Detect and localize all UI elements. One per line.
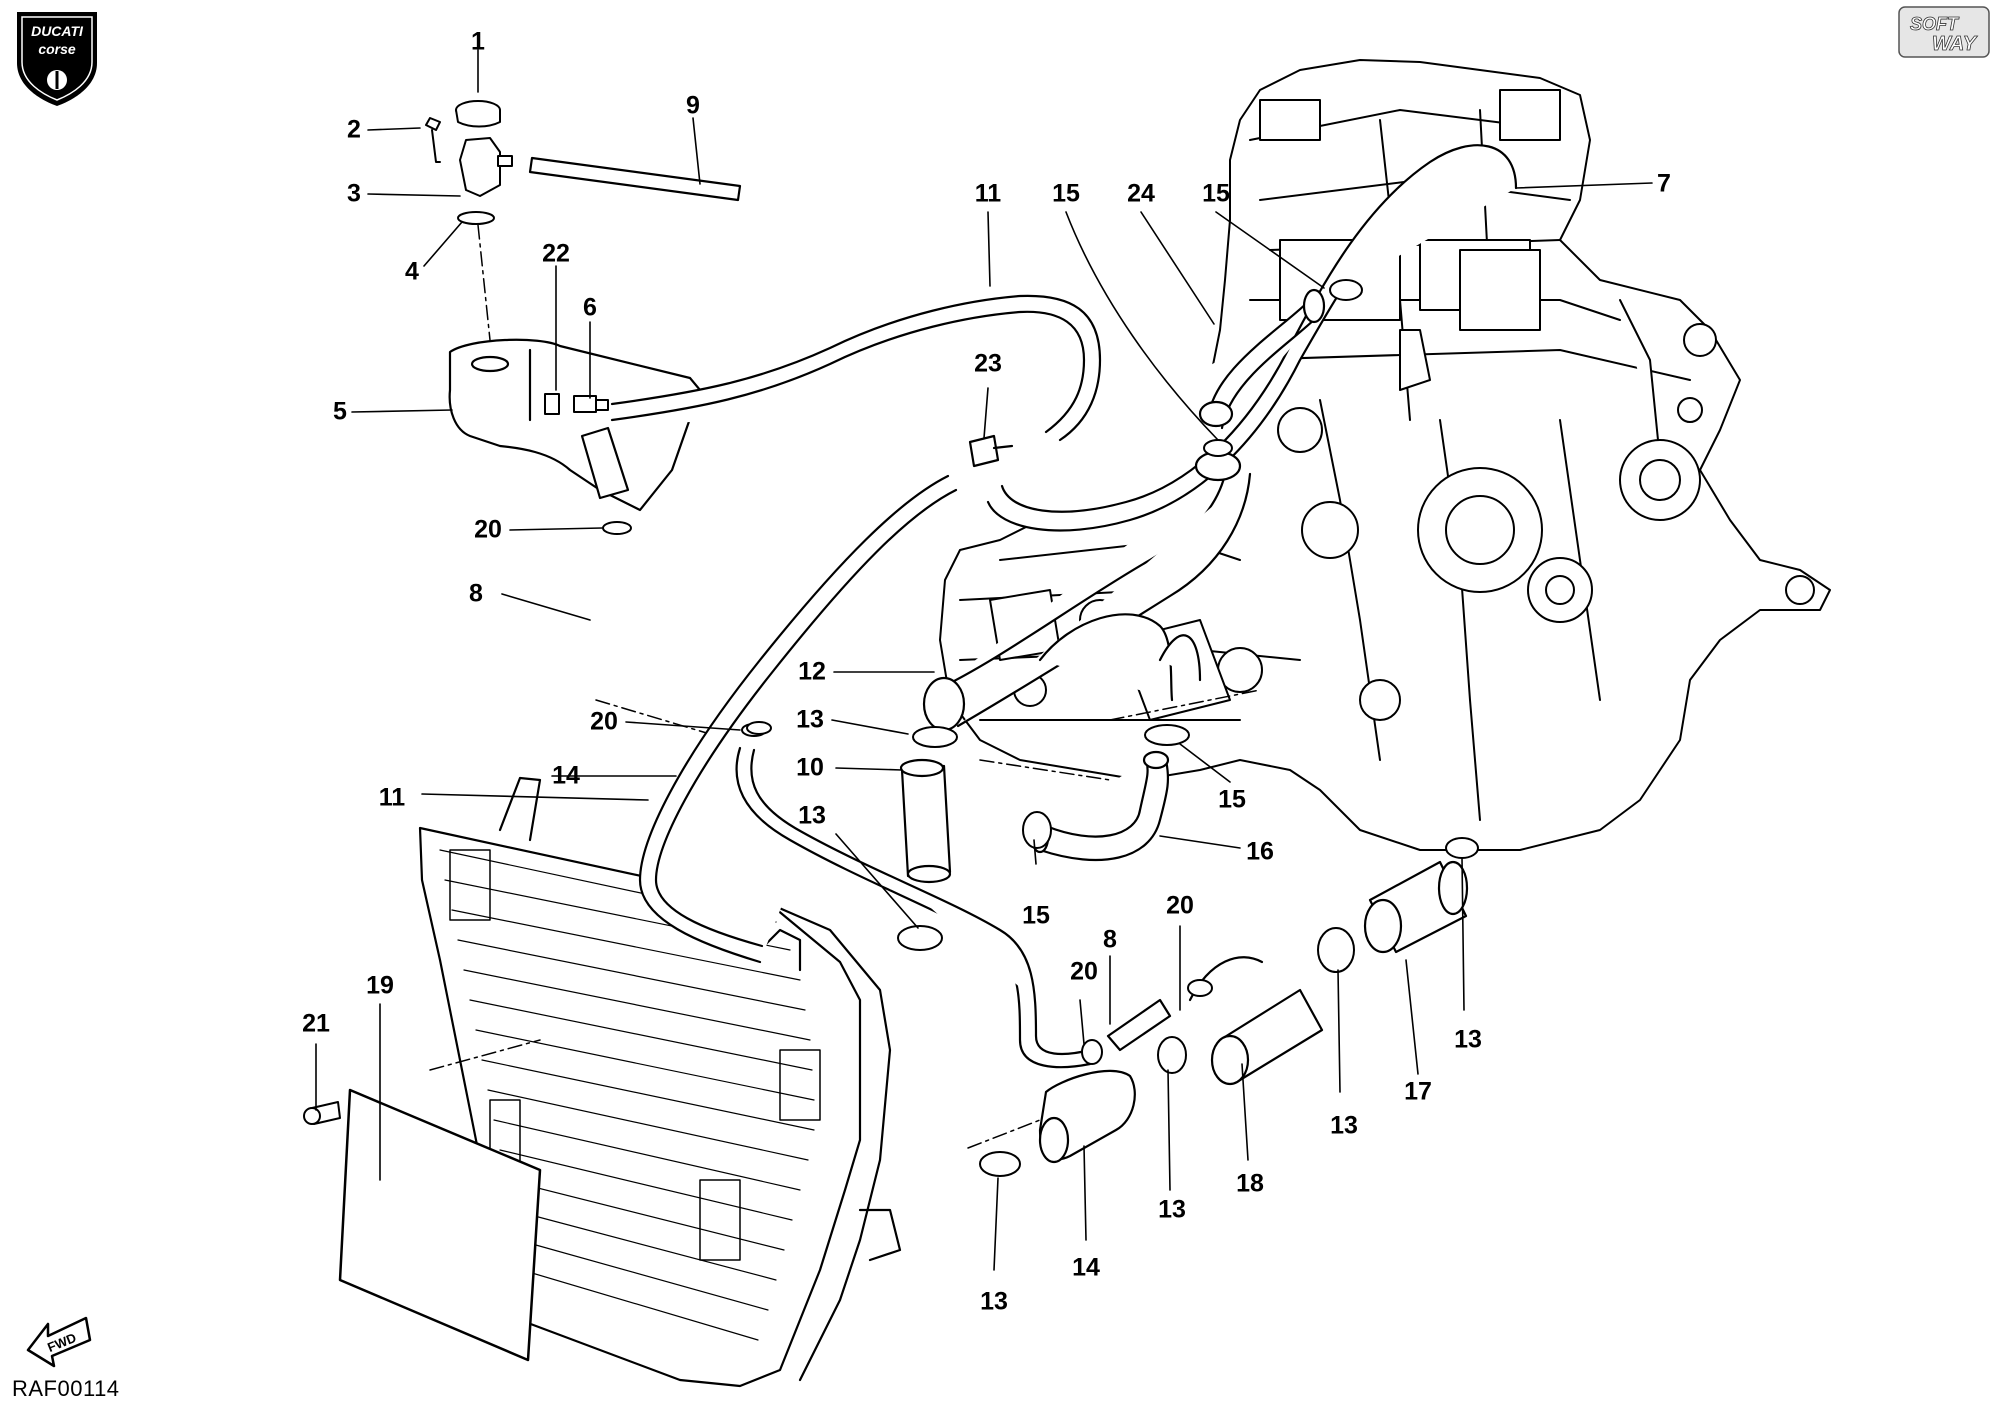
callout-11-upper: 11 — [974, 179, 1002, 208]
callout-6: 6 — [583, 293, 597, 322]
radiator-cover-plate — [338, 1088, 542, 1362]
leader-lines — [315, 49, 1653, 1271]
callout-7: 7 — [1657, 169, 1671, 198]
callout-19: 19 — [366, 971, 394, 1000]
callout-8-lower: 8 — [1103, 925, 1117, 954]
callout-14-lower: 14 — [1072, 1253, 1100, 1282]
callout-13-mid: 13 — [798, 801, 826, 830]
hoses — [528, 144, 1518, 1164]
callout-20-mid: 20 — [590, 707, 618, 736]
callout-10: 14 — [552, 761, 580, 790]
callout-15-lower: 15 — [1022, 901, 1050, 930]
callout-15-upper-right: 15 — [1202, 179, 1230, 208]
callout-13-upper: 13 — [796, 705, 824, 734]
callout-3: 3 — [347, 179, 361, 208]
callout-5: 5 — [333, 397, 347, 426]
callout-12: 12 — [798, 657, 826, 686]
document-code: RAF00114 — [12, 1376, 120, 1401]
softway-logo: SOFT WAY — [1898, 6, 1990, 58]
filler-cap-assembly — [425, 100, 513, 225]
callout-13-bottom: 13 — [980, 1287, 1008, 1316]
expansion-tank — [448, 338, 702, 512]
clamps — [602, 279, 1479, 1177]
callout-13-lower-mid: 13 — [1330, 1111, 1358, 1140]
svg-text:WAY: WAY — [1932, 33, 1978, 55]
callout-22: 22 — [542, 239, 570, 268]
callout-11-lower: 11 — [378, 783, 406, 812]
callout-20-lower: 20 — [1070, 957, 1098, 986]
svg-text:DUCATI: DUCATI — [31, 23, 84, 39]
callout-21: 21 — [302, 1009, 330, 1038]
tank-fittings — [544, 393, 609, 415]
callout-18: 18 — [1236, 1169, 1264, 1198]
callout-15-right: 15 — [1218, 785, 1246, 814]
bolt-21 — [303, 1101, 341, 1125]
callout-24: 24 — [1127, 179, 1155, 208]
ducati-corse-logo: DUCATI corse — [17, 12, 97, 106]
callout-13-lower-right: 13 — [1454, 1025, 1482, 1054]
callout-17: 17 — [1404, 1077, 1432, 1106]
callout-16: 16 — [1246, 837, 1274, 866]
callout-8-tank: 8 — [469, 579, 483, 608]
svg-text:corse: corse — [38, 41, 76, 57]
callout-20-tank: 20 — [474, 515, 502, 544]
svg-text:SOFT: SOFT — [1910, 14, 1960, 34]
callout-23: 23 — [974, 349, 1002, 378]
callout-14-upper: 10 — [796, 753, 824, 782]
callout-9: 9 — [686, 91, 700, 120]
callout-1: 1 — [471, 27, 485, 56]
callout-4: 4 — [405, 257, 419, 286]
callout-15-upper-left: 15 — [1052, 179, 1080, 208]
callout-20-upper-right: 20 — [1166, 891, 1194, 920]
forward-direction-arrow-icon: FWD — [26, 1316, 92, 1368]
callout-2: 2 — [347, 115, 361, 144]
callout-13-lower-center: 13 — [1158, 1195, 1186, 1224]
